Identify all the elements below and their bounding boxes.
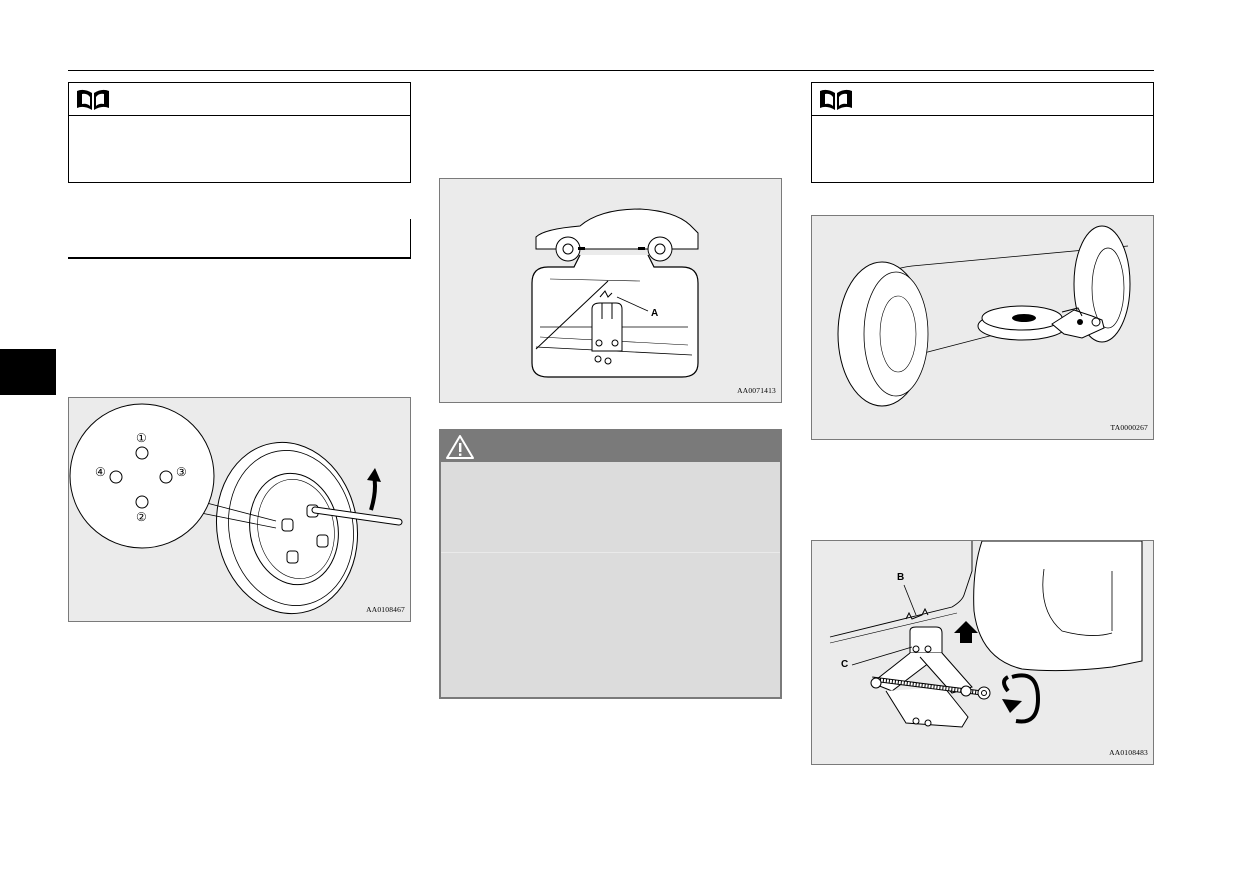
top-rule: [68, 70, 1154, 71]
callout-c: C: [841, 659, 849, 670]
jack-under-car-illustration: [837, 225, 1131, 407]
callout-4: ④: [95, 465, 106, 479]
warning-triangle-icon: [446, 435, 474, 459]
warning-box: [439, 429, 782, 699]
figure-wheel-nut-order: ① ② ③ ④ AA0108467: [68, 397, 411, 622]
note-box-right: [811, 82, 1154, 183]
callout-1: ①: [136, 431, 147, 445]
figure-jack-under-car: TA0000267: [811, 215, 1154, 440]
warning-box-header: [441, 431, 780, 462]
note-box-header: [812, 83, 1153, 116]
figure-scissor-jack: B C AA0108483: [811, 540, 1154, 765]
callout-b: B: [897, 572, 905, 583]
chapter-tab: [0, 349, 56, 395]
warning-divider: [441, 552, 780, 553]
figure-code: TA0000267: [1110, 423, 1148, 432]
wheel-nut-illustration: [69, 403, 403, 615]
book-note-icon: [820, 89, 852, 110]
figure-code: AA0071413: [737, 386, 776, 395]
scissor-jack-illustration: [829, 541, 1143, 728]
note-box-header: [69, 83, 410, 116]
figure-code: AA0108467: [366, 605, 405, 614]
callout-3: ③: [176, 465, 187, 479]
note-box-left: [68, 82, 411, 183]
jack-point-illustration: [531, 208, 699, 378]
callout-2: ②: [136, 510, 147, 524]
book-note-icon: [77, 89, 109, 110]
figure-jack-point-car: A AA0071413: [439, 178, 782, 403]
section-heading-box: [68, 219, 411, 259]
callout-a: A: [651, 308, 659, 319]
figure-code: AA0108483: [1109, 748, 1148, 757]
